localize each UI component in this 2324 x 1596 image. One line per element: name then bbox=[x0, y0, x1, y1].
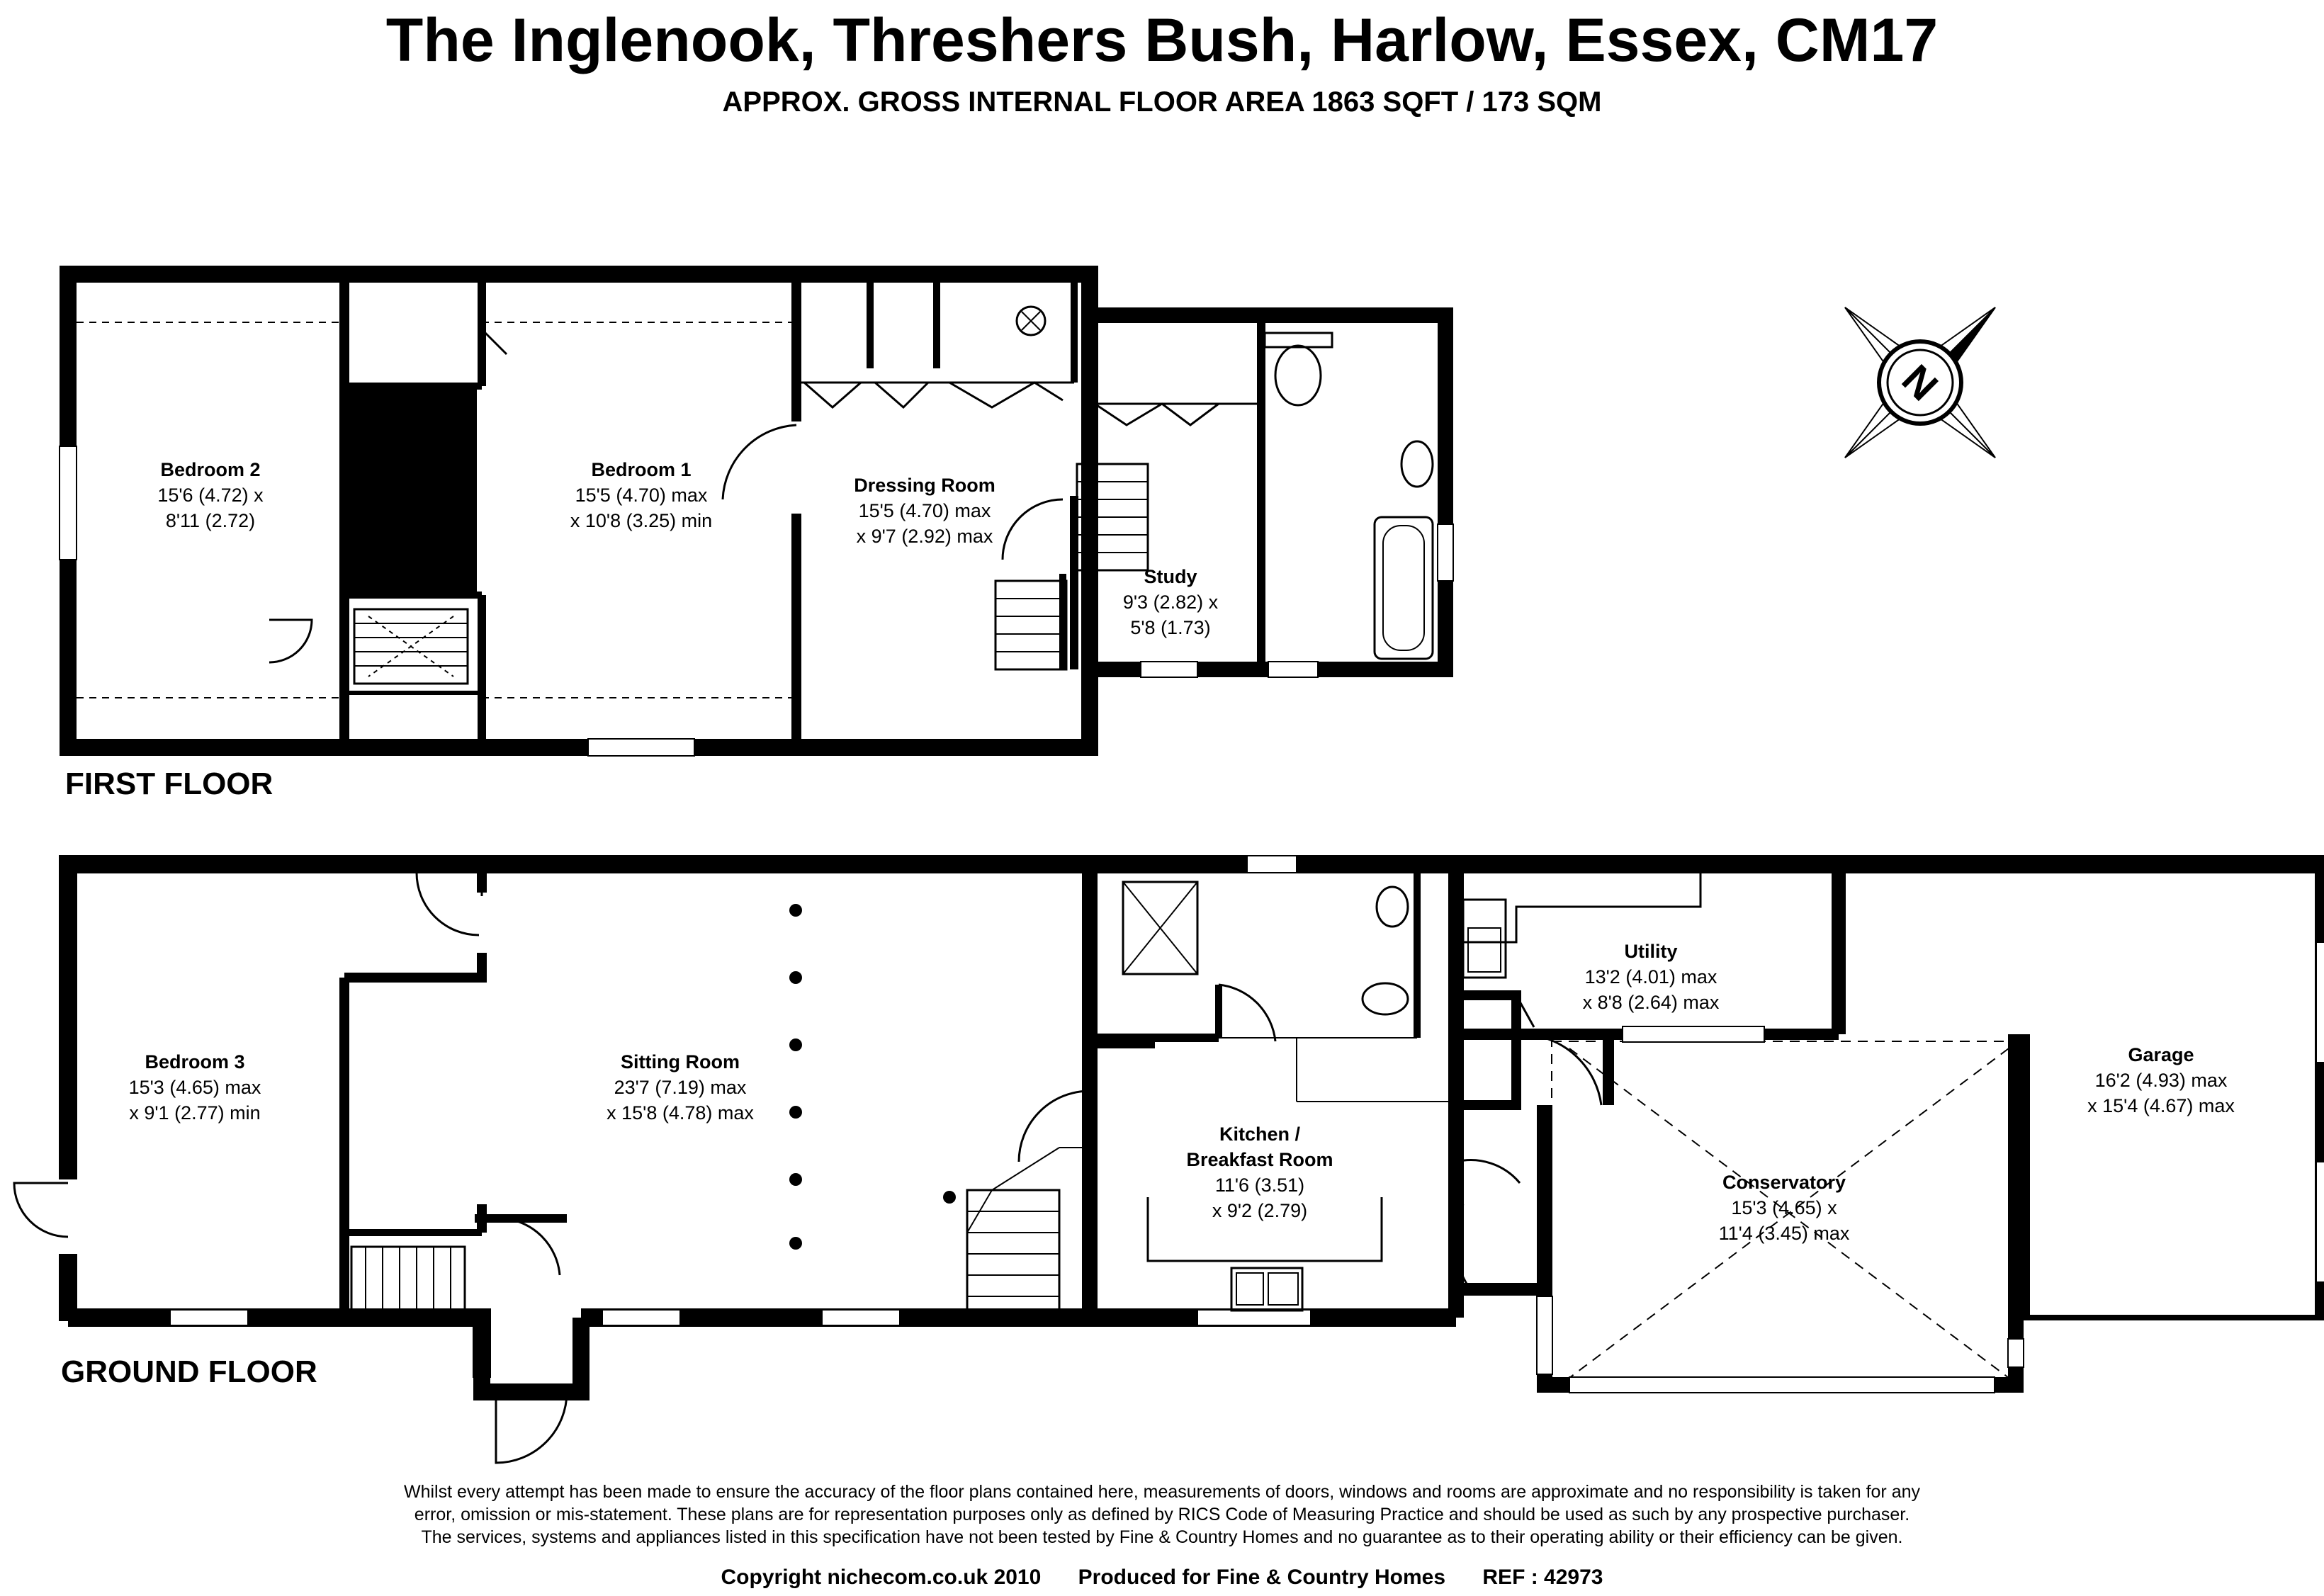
room-dim-2: x 10'8 (3.25) min bbox=[570, 510, 712, 531]
room-name-garage: Garage bbox=[2128, 1044, 2194, 1065]
room-dim-2: x 9'1 (2.77) min bbox=[129, 1102, 260, 1124]
room-dim-1: 15'6 (4.72) x bbox=[157, 485, 264, 506]
room-name-study: Study bbox=[1144, 566, 1197, 587]
wardrobe-doors bbox=[803, 381, 862, 409]
worktop bbox=[1146, 1197, 1383, 1262]
room-name-bedroom-2: Bedroom 2 bbox=[160, 459, 260, 480]
disclaimer-line: The services, systems and appliances lis… bbox=[421, 1527, 1903, 1547]
room-name-kitchen: Kitchen / bbox=[1219, 1124, 1301, 1145]
room-dim-2: x 15'4 (4.67) max bbox=[2087, 1095, 2235, 1116]
room-dim-1: 16'2 (4.93) max bbox=[2095, 1070, 2228, 1091]
room-name-sitting-room: Sitting Room bbox=[621, 1051, 740, 1073]
door-swing bbox=[269, 618, 313, 664]
room-dim-1: 23'7 (7.19) max bbox=[614, 1077, 747, 1098]
window bbox=[1140, 661, 1198, 678]
room-dim-2: x 9'7 (2.92) max bbox=[857, 526, 993, 547]
room-name-bedroom-1: Bedroom 1 bbox=[591, 459, 691, 480]
room-dim-2: 11'4 (3.45) max bbox=[1719, 1223, 1850, 1244]
room-dim-1: 15'5 (4.70) max bbox=[859, 500, 991, 521]
copyright-text: Copyright nichecom.co.uk 2010 bbox=[721, 1566, 1042, 1589]
compass-icon bbox=[1844, 307, 1996, 458]
room-name-bedroom-3: Bedroom 3 bbox=[145, 1051, 244, 1073]
room-dim-2: x 9'2 (2.79) bbox=[1212, 1200, 1307, 1221]
room-dim-1: 15'3 (4.65) max bbox=[129, 1077, 261, 1098]
reference-text: REF : 42973 bbox=[1482, 1566, 1603, 1589]
page-title: The Inglenook, Threshers Bush, Harlow, E… bbox=[385, 6, 1939, 74]
footer: Copyright nichecom.co.uk 2010 Produced f… bbox=[0, 1566, 2324, 1590]
room-dim-1: 11'6 (3.51) bbox=[1215, 1175, 1304, 1196]
extractor-fan bbox=[1015, 305, 1047, 336]
landing-stairs bbox=[994, 579, 1068, 671]
room-name-utility: Utility bbox=[1624, 941, 1677, 962]
room-dim-1: 9'3 (2.82) x bbox=[1123, 592, 1219, 613]
beam-post bbox=[789, 904, 802, 917]
disclaimer-text: Whilst every attempt has been made to en… bbox=[0, 1481, 2324, 1549]
basin-icon bbox=[1400, 440, 1434, 488]
ground-floor-label: GROUND FLOOR bbox=[61, 1354, 317, 1389]
room-dim-2: x 8'8 (2.64) max bbox=[1583, 992, 1720, 1013]
toilet-cistern bbox=[1263, 332, 1333, 349]
sink-icon bbox=[1230, 1267, 1304, 1312]
room-name-breakfast-room: Breakfast Room bbox=[1186, 1149, 1333, 1170]
disclaimer-line: error, omission or mis-statement. These … bbox=[414, 1505, 1910, 1524]
door-swing bbox=[13, 1182, 69, 1238]
door-swing bbox=[721, 424, 797, 500]
window bbox=[1268, 661, 1319, 678]
room-dim-2: 5'8 (1.73) bbox=[1130, 617, 1210, 638]
window bbox=[169, 1309, 249, 1326]
room-dim-1: 15'3 (4.65) x bbox=[1731, 1197, 1837, 1218]
window bbox=[587, 738, 695, 757]
toilet-icon bbox=[1361, 982, 1409, 1016]
room-dim-2: x 15'8 (4.78) max bbox=[607, 1102, 754, 1124]
wardrobe-doors bbox=[1094, 402, 1219, 426]
disclaimer-line: Whilst every attempt has been made to en… bbox=[403, 1482, 1921, 1502]
first-floor-plan bbox=[59, 266, 1454, 757]
basin-icon bbox=[1375, 885, 1409, 928]
window bbox=[59, 446, 77, 560]
study-extension-wall bbox=[1090, 307, 1453, 677]
ground-stairs bbox=[350, 1245, 466, 1315]
first-floor-label: FIRST FLOOR bbox=[65, 766, 273, 801]
sink-icon bbox=[1462, 898, 1507, 979]
bath-icon bbox=[1373, 516, 1434, 660]
shower-tray bbox=[1122, 881, 1199, 975]
door-swing bbox=[1001, 498, 1064, 560]
room-dim-1: 15'5 (4.70) max bbox=[575, 485, 708, 506]
room-name-conservatory: Conservatory bbox=[1722, 1172, 1846, 1193]
room-dim-2: 8'11 (2.72) bbox=[166, 510, 255, 531]
window bbox=[1437, 523, 1454, 582]
room-name-dressing-room: Dressing Room bbox=[854, 475, 995, 496]
chimney-breast bbox=[349, 386, 477, 595]
staircase bbox=[353, 608, 469, 685]
ground-floor-plan bbox=[13, 855, 2324, 1464]
produced-for-text: Produced for Fine & Country Homes bbox=[1078, 1566, 1446, 1589]
toilet-icon bbox=[1274, 344, 1322, 407]
floor-area-subtitle: APPROX. GROSS INTERNAL FLOOR AREA 1863 S… bbox=[722, 86, 1602, 118]
room-dim-1: 13'2 (4.01) max bbox=[1585, 966, 1717, 987]
ground-floor-outer-wall bbox=[59, 855, 2324, 1179]
